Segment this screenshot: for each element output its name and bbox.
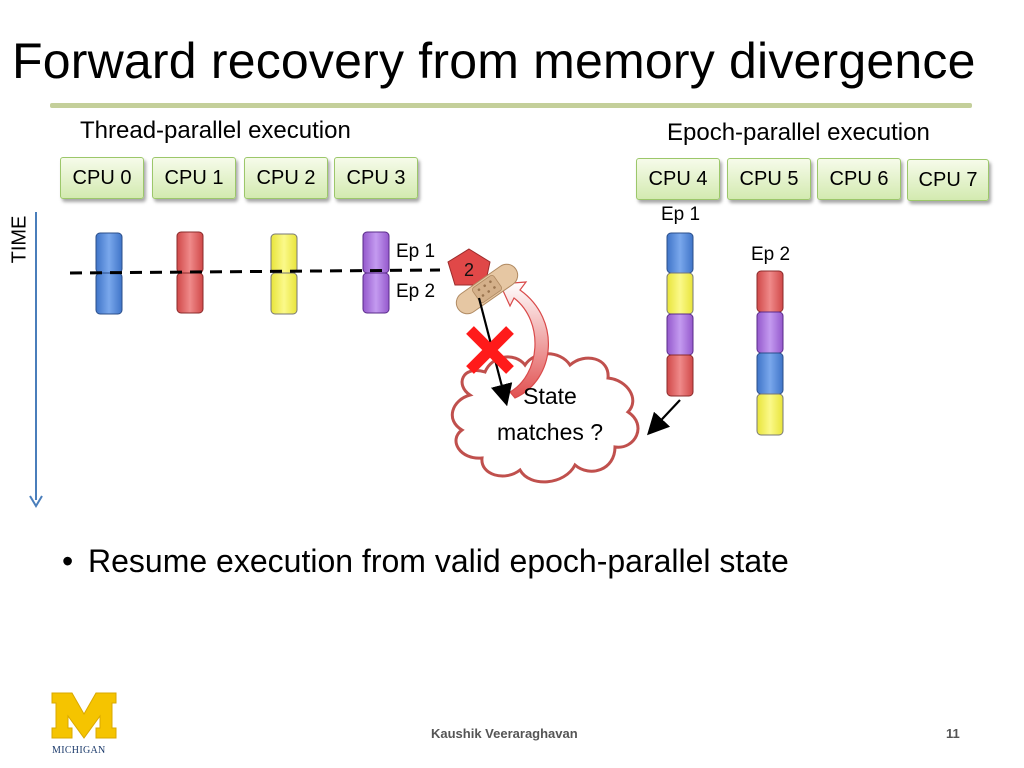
epoch-to-cloud-arrow — [646, 399, 681, 436]
red-x-icon — [466, 326, 514, 374]
cpu-0-box: CPU 0 — [60, 157, 144, 199]
bullet-dot: • — [62, 543, 74, 579]
ep1-label-epoch: Ep 1 — [661, 204, 701, 225]
cpu0-blocks — [95, 232, 123, 315]
cpu3-blocks — [362, 231, 390, 314]
cloud-label: State matches ? — [496, 383, 604, 445]
page-number: 11 — [946, 726, 960, 741]
cpu4-blocks — [666, 232, 694, 397]
epoch-2-badge: 2 — [447, 248, 491, 286]
time-axis-arrow — [29, 212, 43, 508]
badge-number: 2 — [464, 260, 474, 280]
cpu-7-box: CPU 7 — [907, 159, 989, 201]
title-underline — [50, 103, 972, 108]
ep1-label-thread: Ep 1 — [396, 241, 436, 262]
ep2-label-epoch: Ep 2 — [751, 244, 791, 265]
bullet-text: Resume execution from valid epoch-parall… — [88, 543, 789, 579]
epoch-boundary-dashed-line — [69, 268, 441, 275]
cpu-2-box: CPU 2 — [244, 157, 328, 199]
thread-parallel-heading: Thread-parallel execution — [80, 117, 351, 144]
cpu1-blocks — [176, 231, 204, 314]
cpu2-blocks — [270, 233, 298, 315]
bandage-icon — [455, 263, 519, 315]
cpu-5-box: CPU 5 — [727, 158, 811, 200]
cpu-4-box: CPU 4 — [636, 158, 720, 200]
michigan-logo — [51, 692, 117, 739]
cpu-1-box: CPU 1 — [152, 157, 236, 199]
bullet-item: • Resume execution from valid epoch-paral… — [62, 545, 789, 577]
epoch-parallel-heading: Epoch-parallel execution — [667, 119, 930, 146]
slide-title: Forward recovery from memory divergence — [12, 33, 976, 89]
michigan-logo-text: MICHIGAN — [52, 745, 106, 756]
cpu-3-box: CPU 3 — [334, 157, 418, 199]
cpu5-blocks — [756, 270, 784, 436]
ep2-label-thread: Ep 2 — [396, 281, 436, 302]
footer-author: Kaushik Veeraraghavan — [431, 726, 578, 741]
cpu-6-box: CPU 6 — [817, 158, 901, 200]
